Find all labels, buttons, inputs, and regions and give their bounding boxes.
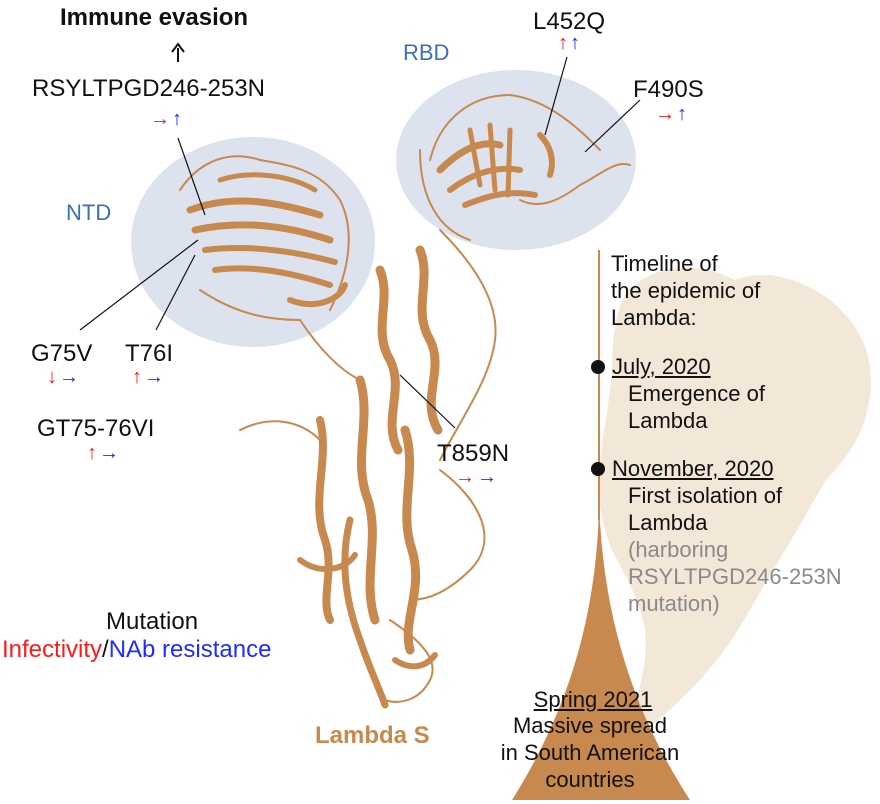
- legend-infectivity: Infectivity: [2, 636, 103, 663]
- timeline-event-line: in South American: [500, 740, 680, 765]
- timeline-title: Timeline of the epidemic of Lambda:: [611, 250, 760, 331]
- timeline-title-line-3: Lambda:: [611, 305, 697, 330]
- timeline-event-line: countries: [545, 767, 635, 792]
- timeline-event-note: (harboring RSYLTPGD246-253N mutation): [628, 536, 842, 617]
- mutation-label-l452q: L452Q: [533, 8, 606, 35]
- timeline-event-line: Massive spread: [512, 713, 668, 738]
- lambda-spike-protein: [179, 94, 631, 709]
- immune-evasion-title: Immune evasion: [60, 4, 249, 31]
- infectivity-arrow-icon: →: [455, 466, 477, 488]
- infectivity-arrow-icon: →: [150, 108, 172, 130]
- legend-title: Mutation: [106, 608, 199, 635]
- lambda-s-label: Lambda S: [315, 722, 430, 749]
- timeline-note-line: (harboring: [628, 537, 729, 562]
- nab-arrow-icon: ↑: [677, 103, 689, 125]
- spread-triangle: [512, 500, 690, 800]
- timeline-event-line: Lambda: [628, 510, 708, 535]
- mutation-arrows-f490s: →↑: [655, 103, 689, 126]
- mutation-arrows-t76i: ↑→: [132, 366, 166, 389]
- mutation-arrows-t859n: →→: [455, 466, 499, 489]
- mutation-label-t76i: T76I: [125, 340, 174, 367]
- timeline-event-first-isolation: First isolation of Lambda: [628, 482, 782, 536]
- legend-nab-resistance: NAb resistance: [108, 636, 272, 663]
- nab-arrow-icon: ↑: [172, 108, 184, 130]
- infectivity-arrow-icon: ↑: [87, 442, 99, 464]
- timeline-date-july-2020: July, 2020: [612, 354, 711, 379]
- rbd-domain-ellipse: [396, 70, 636, 250]
- infectivity-arrow-icon: →: [655, 103, 677, 125]
- leader-lines: [79, 56, 641, 429]
- timeline-note-line: RSYLTPGD246-253N: [628, 564, 842, 589]
- south-america-map: [598, 267, 871, 728]
- infectivity-arrow-icon: ↑: [132, 366, 144, 388]
- timeline-date-spring-2021: Spring 2021: [533, 687, 653, 712]
- nab-arrow-icon: →: [99, 442, 121, 464]
- timeline-title-line-1: Timeline of: [611, 251, 718, 276]
- timeline-title-line-2: the epidemic of: [611, 278, 761, 303]
- legend-slash: /: [102, 636, 109, 663]
- legend-row: Infectivity/NAb resistance: [2, 636, 271, 664]
- mutation-label-rsyltpgd: RSYLTPGD246-253N: [32, 75, 265, 102]
- timeline-dot-november: [591, 462, 605, 476]
- mutation-arrows-l452q: ↑↑: [558, 32, 582, 55]
- mutation-label-t859n: T859N: [437, 440, 510, 467]
- mutation-arrows-gt7576vi: ↑→: [87, 442, 121, 465]
- mutation-label-g75v: G75V: [31, 340, 93, 367]
- ntd-domain-ellipse: [131, 137, 375, 347]
- timeline-event-massive-spread: Massive spread in South American countri…: [470, 712, 710, 793]
- nab-arrow-icon: →: [477, 466, 499, 488]
- mutation-label-gt7576vi: GT75-76VI: [37, 415, 155, 442]
- nab-arrow-icon: →: [144, 366, 166, 388]
- nab-arrow-icon: →: [59, 366, 81, 388]
- timeline-date-november-2020: November, 2020: [612, 456, 774, 481]
- infectivity-arrow-icon: ↑: [558, 32, 570, 54]
- rbd-label: RBD: [403, 40, 450, 65]
- mutation-arrows-g75v: ↓→: [47, 366, 81, 389]
- mutation-label-f490s: F490S: [633, 76, 704, 103]
- timeline-event-line: Lambda: [628, 408, 708, 433]
- timeline-event-line: Emergence of: [628, 381, 765, 406]
- ntd-label: NTD: [66, 200, 112, 225]
- nab-arrow-icon: ↑: [570, 32, 582, 54]
- timeline-note-line: mutation): [628, 591, 720, 616]
- mutation-arrows-rsyltpgd: →↑: [150, 108, 184, 131]
- timeline-dot-july: [591, 360, 605, 374]
- infectivity-arrow-icon: ↓: [47, 366, 59, 388]
- immune-up-arrow-head: [171, 42, 185, 53]
- timeline-event-emergence: Emergence of Lambda: [628, 380, 765, 434]
- timeline-event-line: First isolation of: [628, 483, 783, 508]
